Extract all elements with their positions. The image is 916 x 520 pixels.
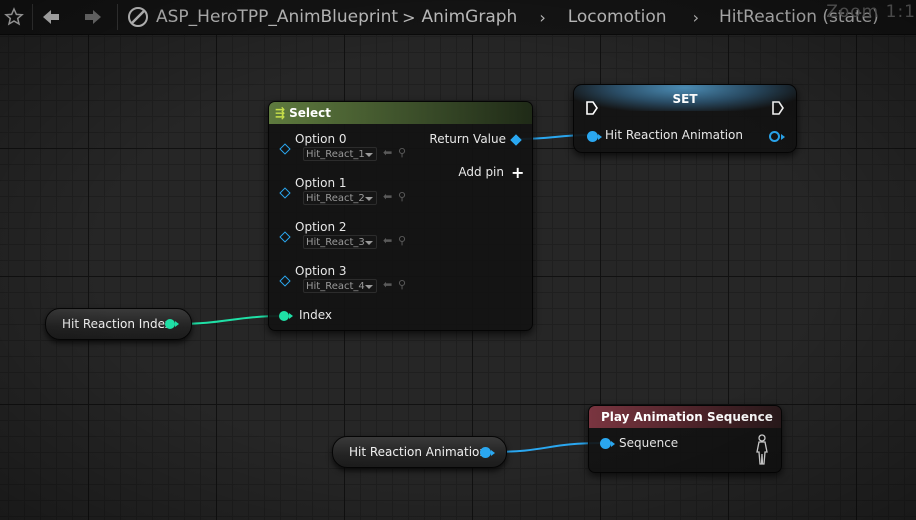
play-node-title: Play Animation Sequence [601,410,773,424]
option-2-pin[interactable] [279,231,291,243]
chevron-down-icon [365,241,373,245]
hit-reaction-index-label: Hit Reaction Index [62,317,172,331]
hit-reaction-index-out-pin[interactable] [165,319,175,329]
index-label: Index [299,308,333,322]
toolbar-separator [117,4,118,30]
option-2-asset-combo[interactable]: Hit_React_3 [303,235,377,249]
option-0-asset-combo[interactable]: Hit_React_1 [303,147,377,161]
option-0-value: Hit_React_1 [306,149,365,160]
breadcrumb-hitreaction-state[interactable]: HitReaction (state) [719,7,879,27]
option-3-label: Option 3 [295,264,347,278]
sequence-label: Sequence [619,436,679,450]
play-animation-sequence-node[interactable]: Play Animation Sequence Sequence [588,405,782,473]
hit-reaction-animation-getter[interactable]: Hit Reaction Animation [332,436,507,468]
select-node[interactable]: ⇶ Select Option 0 Hit_React_1 ⬅ ⚲ Option… [268,101,533,331]
breadcrumb-animgraph[interactable]: AnimGraph [421,7,518,27]
use-selected-icon[interactable]: ⬅ [383,146,393,159]
return-value-label: Return Value [429,132,506,146]
select-icon: ⇶ [275,106,286,120]
sequence-pin[interactable] [600,438,611,449]
breadcrumb-separator: › [692,7,699,27]
use-selected-icon[interactable]: ⬅ [383,234,393,247]
option-3-value: Hit_React_4 [306,281,365,292]
exec-in-pin[interactable] [585,100,599,116]
set-pin-label: Hit Reaction Animation [605,128,743,142]
browse-icon[interactable]: ⚲ [398,234,407,247]
graph-toolbar: ASP_HeroTPP_AnimBlueprint > AnimGraph › … [0,0,916,35]
chevron-down-icon [365,153,373,157]
breadcrumb-blueprint[interactable]: ASP_HeroTPP_AnimBlueprint [156,7,399,27]
option-3-pin[interactable] [279,275,291,287]
hit-reaction-animation-out-pin[interactable] [769,131,780,142]
blueprint-icon[interactable] [124,3,152,31]
browse-icon[interactable]: ⚲ [398,146,407,159]
index-pin[interactable] [279,311,289,321]
hit-reaction-animation-out-pin[interactable] [480,447,491,458]
pin-arrow [175,321,179,327]
toolbar-separator [32,4,33,30]
breadcrumb-separator: > [402,7,416,27]
pin-arrow [781,134,785,140]
use-selected-icon[interactable]: ⬅ [383,190,393,203]
option-2-value: Hit_React_3 [306,237,365,248]
pin-arrow [491,450,495,456]
hit-reaction-animation-label: Hit Reaction Animation [349,445,487,459]
forward-arrow-icon[interactable] [79,3,107,31]
option-0-label: Option 0 [295,132,347,146]
use-selected-icon[interactable]: ⬅ [383,278,393,291]
select-node-title: Select [289,106,331,120]
hit-reaction-animation-in-pin[interactable] [587,131,598,142]
return-value-pin[interactable] [510,134,522,146]
set-node-header[interactable] [574,85,796,111]
option-1-label: Option 1 [295,176,347,190]
play-node-header[interactable]: Play Animation Sequence [589,406,781,428]
option-1-value: Hit_React_2 [306,193,365,204]
hit-reaction-index-getter[interactable]: Hit Reaction Index [45,308,192,340]
breadcrumb-separator: › [539,7,546,27]
browse-icon[interactable]: ⚲ [398,190,407,203]
index-pin-arrow [289,313,293,319]
character-pose-icon [756,434,768,465]
zoom-label: Zoom 1:1 [826,2,916,22]
set-node-title: SET [672,92,698,106]
add-pin-icon[interactable]: + [511,163,525,182]
option-1-asset-combo[interactable]: Hit_React_2 [303,191,377,205]
option-3-asset-combo[interactable]: Hit_React_4 [303,279,377,293]
set-node[interactable]: SET Hit Reaction Animation [573,84,797,153]
chevron-down-icon [365,285,373,289]
star-icon[interactable] [0,3,28,31]
add-pin-label[interactable]: Add pin [458,165,504,179]
exec-out-pin[interactable] [771,100,785,116]
pin-arrow [598,134,602,140]
option-0-pin[interactable] [279,143,291,155]
select-node-header[interactable]: ⇶ Select [269,102,532,124]
pin-arrow [611,441,615,447]
back-arrow-icon[interactable] [37,3,65,31]
option-1-pin[interactable] [279,187,291,199]
browse-icon[interactable]: ⚲ [398,278,407,291]
breadcrumb-locomotion[interactable]: Locomotion [567,7,667,27]
option-2-label: Option 2 [295,220,347,234]
chevron-down-icon [365,197,373,201]
